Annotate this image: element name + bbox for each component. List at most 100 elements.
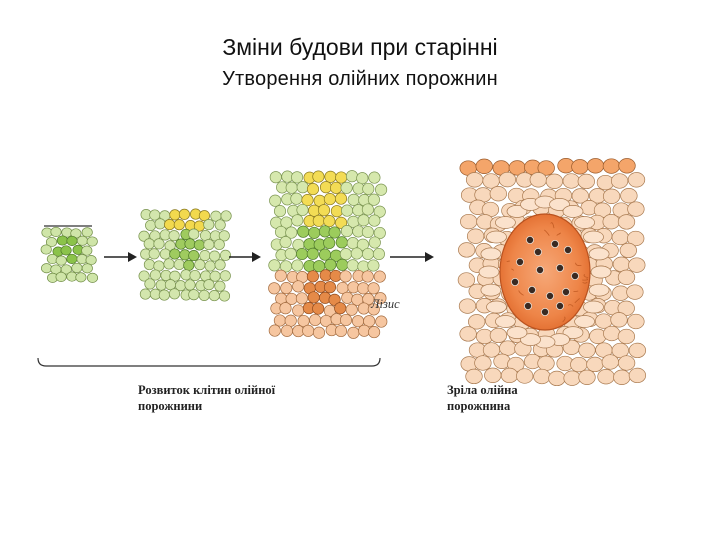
oil-droplet (551, 240, 558, 247)
plant-cell (41, 245, 51, 254)
plant-cell (620, 243, 637, 258)
plant-cell (189, 250, 199, 260)
plant-cell (307, 183, 318, 194)
plant-cell (375, 184, 386, 195)
plant-cell (613, 257, 630, 272)
epithelial-cell (591, 266, 611, 278)
plant-cell (324, 282, 335, 293)
plant-cell (359, 325, 370, 336)
oil-droplet (562, 288, 569, 295)
plant-cell (516, 369, 533, 384)
stage-4-tissue (458, 158, 646, 385)
epithelial-cell (487, 231, 507, 243)
plant-cell (164, 219, 174, 229)
plant-cell (204, 280, 214, 290)
plant-cell (490, 328, 507, 343)
plant-cell (144, 239, 154, 249)
plant-cell (297, 204, 308, 215)
plant-cell (530, 173, 547, 188)
plant-cell (144, 259, 154, 269)
plant-cell (169, 231, 179, 241)
plant-cell (476, 159, 493, 174)
plant-cell (269, 325, 280, 336)
plant-cell (318, 205, 329, 216)
plant-cell (336, 237, 347, 248)
oil-droplet (511, 278, 518, 285)
plant-cell (362, 248, 373, 259)
plant-cell (587, 159, 604, 174)
plant-cell (362, 226, 373, 237)
plant-cell (368, 283, 379, 294)
plant-cell (179, 209, 189, 219)
plant-cell (313, 303, 324, 314)
plant-cell (87, 273, 97, 282)
plant-cell (209, 290, 219, 300)
plant-cell (221, 211, 231, 221)
plant-cell (270, 172, 281, 183)
plant-cell (190, 270, 200, 280)
plant-cell (460, 327, 477, 342)
plant-cell (269, 260, 280, 271)
plant-cell (346, 304, 357, 315)
plant-cell (184, 260, 194, 270)
plant-cell (185, 280, 195, 290)
epithelial-cell (507, 327, 527, 339)
plant-cell (500, 341, 517, 356)
oil-droplet (556, 302, 563, 309)
oil-droplet (526, 236, 533, 243)
epithelial-cell (589, 284, 609, 296)
plant-cell (154, 239, 164, 249)
plant-cell (169, 289, 179, 299)
plant-cell (174, 220, 184, 230)
plant-cell (614, 370, 631, 385)
plant-cell (200, 250, 210, 260)
plant-cell (362, 271, 373, 282)
plant-cell (458, 243, 475, 258)
plant-cell (281, 282, 292, 293)
plant-cell (374, 271, 385, 282)
plant-cell (331, 206, 342, 217)
plant-cell (579, 343, 596, 358)
oil-droplet (534, 248, 541, 255)
plant-cell (579, 370, 596, 385)
mature-label-line1: Зріла олійна (447, 382, 518, 398)
plant-cell (145, 220, 155, 230)
plant-cell (219, 291, 229, 301)
plant-cell (368, 326, 379, 337)
plant-cell (215, 281, 225, 291)
plant-cell (82, 246, 92, 255)
plant-cell (285, 248, 296, 259)
plant-cell (214, 239, 224, 249)
plant-cell (174, 259, 184, 269)
plant-cell (348, 327, 359, 338)
oil-droplet (541, 308, 548, 315)
plant-cell (307, 271, 318, 282)
plant-cell (204, 239, 214, 249)
epithelial-cell (575, 316, 595, 328)
plant-cell (628, 202, 645, 217)
plant-cell (296, 293, 307, 304)
epithelial-cell (481, 248, 501, 260)
plant-cell (170, 210, 180, 220)
plant-cell (357, 173, 368, 184)
plant-cell (340, 271, 351, 282)
plant-cell (603, 326, 620, 341)
plant-cell (215, 220, 225, 230)
plant-cell (170, 249, 180, 259)
plant-cell (629, 258, 646, 273)
plant-cell (460, 214, 477, 229)
plant-cell (313, 215, 324, 226)
plant-cell (72, 263, 82, 272)
plant-cell (483, 174, 500, 189)
plant-cell (341, 205, 352, 216)
plant-cell (362, 204, 373, 215)
plant-cell (369, 172, 380, 183)
plant-cell (292, 215, 303, 226)
plant-cell (82, 228, 92, 237)
plant-cell (286, 182, 297, 193)
arrow-3-head-icon (425, 252, 434, 262)
plant-cell (297, 182, 308, 193)
plant-cell (347, 260, 358, 271)
plant-cell (628, 314, 645, 329)
